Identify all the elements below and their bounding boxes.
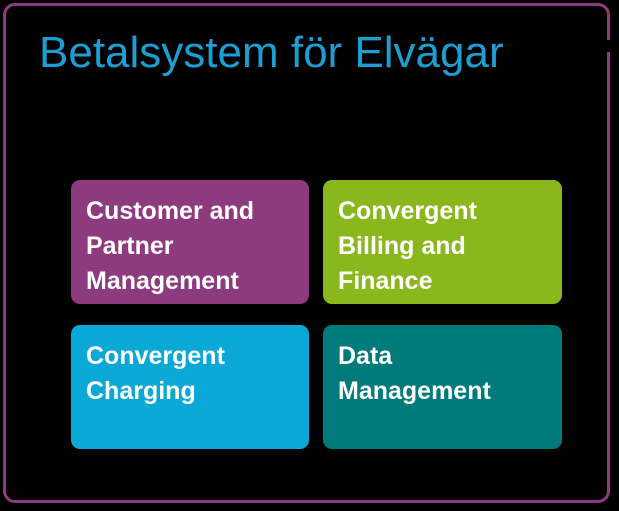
diagram-title: Betalsystem för Elvägar: [39, 28, 504, 77]
frame-notch: [606, 40, 614, 52]
box-convergent-billing-finance: Convergent Billing and Finance: [323, 180, 562, 304]
diagram-frame: Betalsystem för Elvägar Customer and Par…: [3, 3, 610, 503]
box-customer-partner-management: Customer and Partner Management: [71, 180, 309, 304]
box-convergent-charging: Convergent Charging: [71, 325, 309, 449]
box-data-management: Data Management: [323, 325, 562, 449]
